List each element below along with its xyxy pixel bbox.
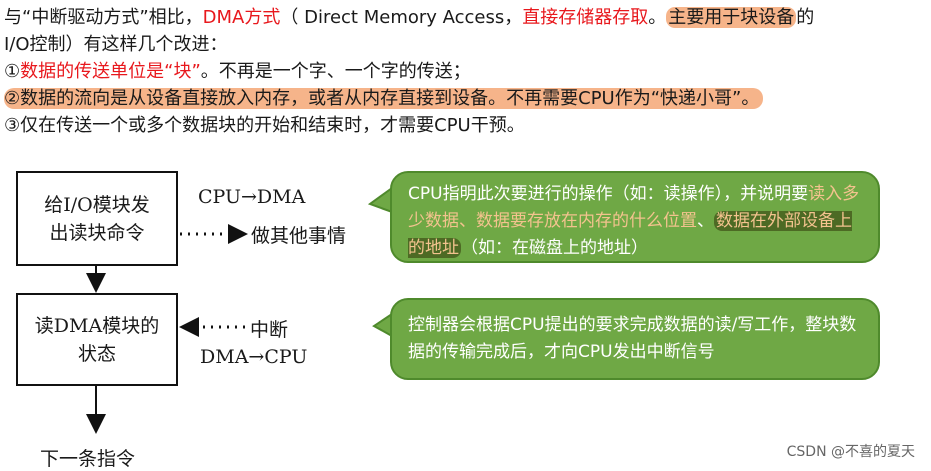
point-3: ③仅在传送一个或多个数据块的开始和结束时，才需要CPU干预。: [4, 115, 525, 136]
cpu-instruction-callout: CPU指明此次要进行的操作（如：读操作），并说明要读入多少数据、数据要存放在内存…: [390, 171, 880, 263]
bubble-1-tail: [367, 186, 393, 214]
interrupt-label: 中断: [250, 319, 289, 341]
dma-term: DMA方式: [202, 7, 281, 28]
cpu-to-dma-label: CPU→DMA: [198, 186, 306, 208]
callout-1-text: 、: [697, 211, 714, 231]
intro-text: 。: [648, 7, 667, 28]
dma-chinese-term: 直接存储器存取: [522, 7, 649, 28]
point-1: ①数据的传送单位是“块”。不再是一个字、一个字的传送；: [4, 60, 471, 84]
do-other-things-label: 做其他事情: [251, 225, 347, 247]
point-1-text: 。不再是一个字、一个字的传送；: [200, 61, 471, 82]
send-read-command-box: 给I/O模块发出读块命令: [16, 171, 178, 266]
read-dma-status-box: 读DMA模块的状态: [16, 293, 178, 386]
callout-2-text: 控制器会根据CPU提出的要求完成数据的读/写工作，整块数据的传输完成后，才向CP…: [408, 315, 857, 362]
intro-text: （ Direct Memory Access，: [280, 7, 523, 28]
point-1-number: ①: [4, 61, 21, 82]
next-instruction-label: 下一条指令: [40, 448, 136, 470]
callout-1-orange-text: 读入多少数据、数据要存放在内存的什么位置: [408, 184, 860, 231]
box-2-label: 读DMA模块的状态: [34, 314, 160, 365]
point-1-emphasis: 数据的传送单位是“块”: [20, 61, 201, 82]
box-1-label: 给I/O模块发出读块命令: [44, 193, 150, 244]
dma-to-cpu-label: DMA→CPU: [200, 346, 308, 368]
intro-text: 的: [796, 7, 815, 28]
point-2: ②数据的流向是从设备直接放入内存，或者从内存直接到设备。不再需要CPU作为“快递…: [4, 87, 764, 111]
controller-callout: 控制器会根据CPU提出的要求完成数据的读/写工作，整块数据的传输完成后，才向CP…: [390, 298, 880, 380]
callout-1-text: CPU指明此次要进行的操作（如：读操作），并说明要: [408, 184, 809, 204]
callout-1-text: （如：在磁盘上的地址）: [461, 238, 648, 258]
intro-line-1: 与“中断驱动方式”相比，DMA方式（ Direct Memory Access，…: [4, 6, 814, 30]
point-2-highlight: ②数据的流向是从设备直接放入内存，或者从内存直接到设备。不再需要CPU作为“快递…: [4, 88, 764, 109]
block-device-highlight: 主要用于块设备: [666, 7, 797, 28]
intro-line-2: I/O控制）有这样几个改进：: [4, 34, 228, 55]
intro-text: 与“中断驱动方式”相比，: [4, 7, 203, 28]
csdn-watermark: CSDN @不喜的夏天: [786, 444, 915, 460]
